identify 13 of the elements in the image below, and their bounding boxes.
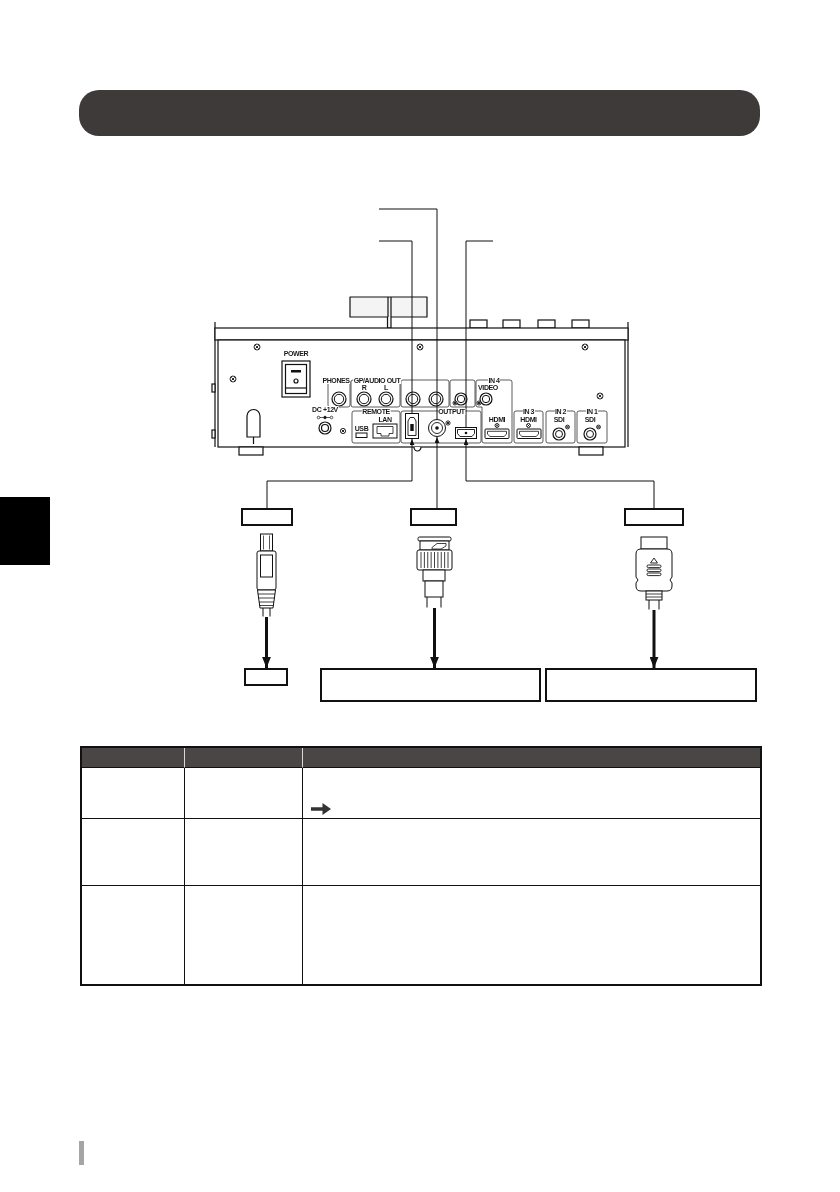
arrow: [430, 608, 439, 668]
arrow: [649, 610, 659, 668]
bnc-plug: [416, 536, 453, 608]
destination-box: [545, 668, 757, 702]
label-box: [624, 508, 684, 526]
usb-b-plug: [256, 533, 277, 617]
label-box: [241, 508, 293, 526]
arrow: [262, 617, 271, 668]
hdmi-plug: [635, 536, 674, 610]
label-box: [410, 508, 457, 526]
destination-box: [320, 668, 541, 702]
destination-box: [244, 668, 288, 686]
title-bar: [79, 90, 760, 136]
